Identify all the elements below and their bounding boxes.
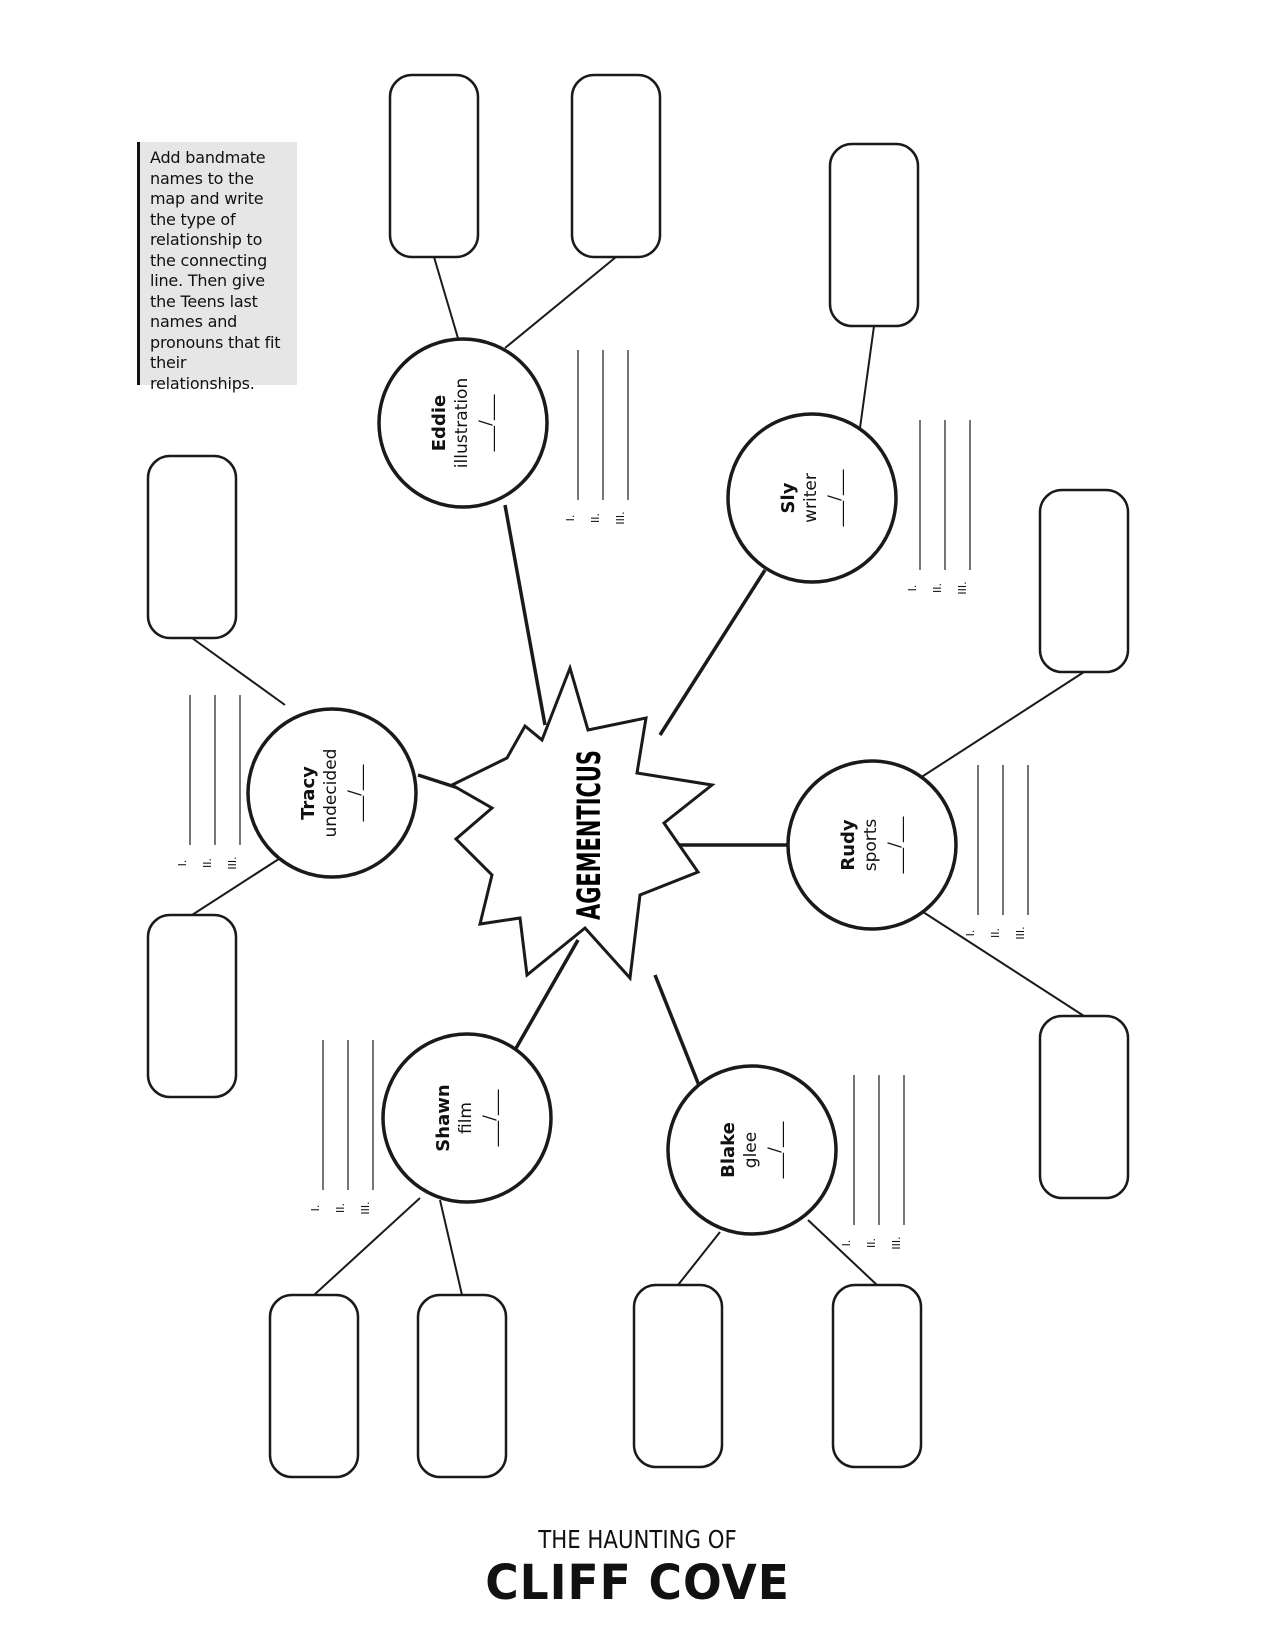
line-label-sly-1: I. [906, 585, 919, 592]
node-role-eddie: illustration [452, 378, 472, 468]
branch-line-tracy [191, 854, 286, 916]
node-name-tracy: Tracy [298, 766, 319, 820]
node-role-blake: glee [741, 1132, 761, 1168]
line-label-eddie-1: I. [564, 515, 577, 522]
node-name-shawn: Shawn [433, 1084, 454, 1151]
bandmate-name-box-sly[interactable] [828, 142, 920, 328]
node-role-sly: writer [801, 473, 821, 523]
pronoun-blank-tracy[interactable]: ___/___ [345, 764, 365, 822]
brand-subtitle: THE HAUNTING OF [538, 1525, 737, 1554]
branch-line-blake [807, 1219, 878, 1286]
branch-line-shawn [313, 1197, 421, 1296]
branch-line-rudy [919, 671, 1085, 779]
bandmate-name-box-rudy[interactable] [1038, 1014, 1130, 1200]
line-label-eddie-2: II. [589, 513, 602, 523]
line-label-eddie-3: III. [614, 511, 627, 524]
line-label-shawn-2: II. [334, 1203, 347, 1213]
bandmate-name-box-blake[interactable] [831, 1283, 923, 1469]
node-name-eddie: Eddie [429, 395, 450, 451]
line-label-tracy-2: II. [201, 858, 214, 868]
pronoun-blank-shawn[interactable]: ___/___ [480, 1089, 500, 1147]
node-circle-blake [666, 1064, 838, 1236]
spoke-eddie [503, 504, 547, 726]
line-label-sly-3: III. [956, 581, 969, 594]
line-label-tracy-3: III. [226, 856, 239, 869]
branch-line-shawn [439, 1199, 463, 1296]
branch-line-sly [859, 325, 875, 429]
node-role-shawn: film [456, 1102, 476, 1134]
node-circle-rudy [786, 759, 958, 931]
node-role-rudy: sports [861, 819, 881, 872]
instructions-box: Add bandmate names to the map and write … [137, 142, 297, 393]
line-label-rudy-1: I. [964, 930, 977, 937]
line-label-rudy-3: III. [1014, 926, 1027, 939]
bandmate-name-box-eddie[interactable] [388, 73, 480, 259]
branch-line-blake [677, 1231, 721, 1286]
node-name-blake: Blake [718, 1122, 739, 1178]
line-label-shawn-1: I. [309, 1205, 322, 1212]
line-label-sly-2: II. [931, 583, 944, 593]
bandmate-name-box-rudy[interactable] [1038, 488, 1130, 674]
pronoun-blank-eddie[interactable]: ___/___ [476, 394, 496, 452]
node-circle-tracy [246, 707, 418, 879]
branch-line-tracy [191, 637, 286, 706]
node-circle-sly [726, 412, 898, 584]
bandmate-name-box-eddie[interactable] [570, 73, 662, 259]
pronoun-blank-blake[interactable]: ___/___ [765, 1121, 785, 1179]
node-name-rudy: Rudy [838, 819, 859, 871]
branch-line-rudy [919, 909, 1085, 1017]
bandmate-name-box-tracy[interactable] [146, 454, 238, 640]
node-circle-shawn [381, 1032, 553, 1204]
node-name-sly: Sly [778, 482, 799, 513]
pronoun-blank-sly[interactable]: ___/___ [825, 469, 845, 527]
spoke-blake [653, 974, 702, 1089]
center-label: AGEMENTICUS [570, 750, 608, 920]
line-label-blake-1: I. [840, 1240, 853, 1247]
bandmate-name-box-blake[interactable] [632, 1283, 724, 1469]
spoke-sly [658, 569, 767, 736]
bandmate-name-box-tracy[interactable] [146, 913, 238, 1099]
branch-line-eddie [433, 256, 461, 346]
line-label-tracy-1: I. [176, 860, 189, 867]
pronoun-blank-rudy[interactable]: ___/___ [885, 816, 905, 874]
node-role-tracy: undecided [321, 749, 341, 838]
branch-line-eddie [504, 256, 617, 349]
bandmate-name-box-shawn[interactable] [416, 1293, 508, 1479]
bandmate-name-box-shawn[interactable] [268, 1293, 360, 1479]
brand-title: CLIFF COVE [485, 1555, 790, 1611]
line-label-rudy-2: II. [989, 928, 1002, 938]
center-starburst: AGEMENTICUS [448, 663, 716, 982]
node-circle-eddie [377, 337, 549, 509]
line-label-shawn-3: III. [359, 1201, 372, 1214]
line-label-blake-2: II. [865, 1238, 878, 1248]
spoke-shawn [513, 939, 580, 1051]
line-label-blake-3: III. [890, 1236, 903, 1249]
